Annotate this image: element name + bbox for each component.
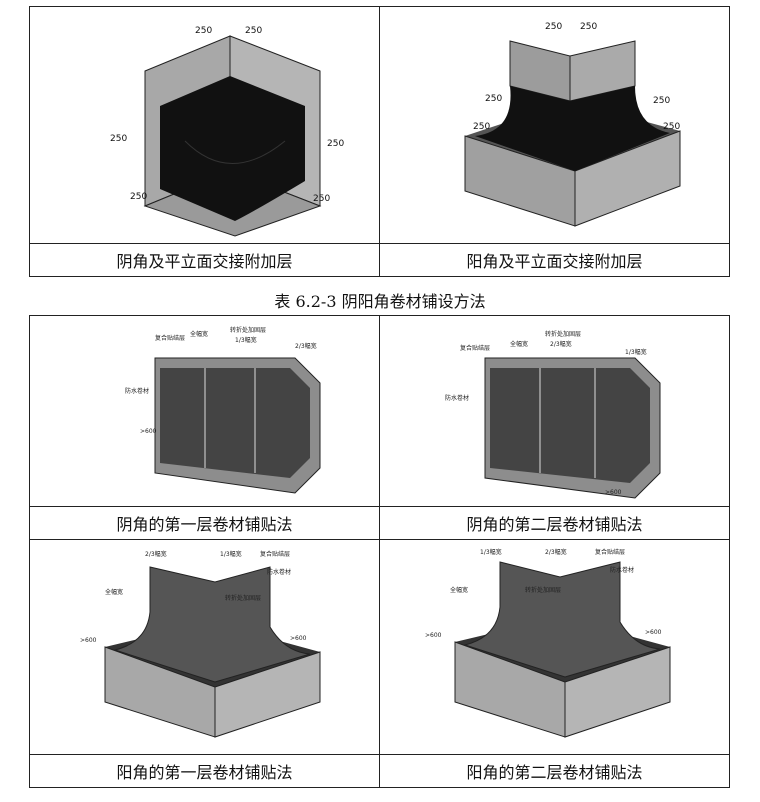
figure-inside-corner-layer-1: 复合贴结层 全幅宽 转折处加固层 1/3幅宽 2/3幅宽 防水卷材 >600 [29,315,380,507]
inside-corner-layer-1-diagram: 复合贴结层 全幅宽 转折处加固层 1/3幅宽 2/3幅宽 防水卷材 >600 [125,326,320,494]
dim-label: 250 [653,96,670,106]
layer-label: 1/3幅宽 [625,348,647,356]
dim-label: 250 [245,26,262,36]
layer-label: >600 [425,632,442,639]
layer-label: >600 [140,428,157,435]
figure-caption: 阴角的第二层卷材铺贴法 [379,506,730,540]
layer-label: 2/3幅宽 [145,550,167,558]
dim-label: 250 [663,122,680,132]
bottom-figure-table: 复合贴结层 全幅宽 转折处加固层 1/3幅宽 2/3幅宽 防水卷材 >600 复… [29,315,730,788]
figure-outside-corner-layer-1: 2/3幅宽 1/3幅宽 复合贴结层 防水卷材 全幅宽 转折处加固层 >600 >… [29,539,380,755]
layer-label: 2/3幅宽 [550,340,572,348]
dim-label: 250 [580,22,597,32]
layer-label: 2/3幅宽 [545,548,567,556]
layer-label: 1/3幅宽 [235,336,257,344]
top-figure-table: 250 250 250 250 250 250 250 250 250 250 … [29,6,730,277]
figure-inside-corner-additional-layer: 250 250 250 250 250 250 [29,6,380,244]
dim-label: 250 [545,22,562,32]
table-caption: 表 6.2-3 阴阳角卷材铺设方法 [274,292,486,311]
figure-outside-corner-layer-2: 1/3幅宽 2/3幅宽 复合贴结层 全幅宽 防水卷材 转折处加固层 >600 >… [379,539,730,755]
figure-caption: 阳角的第二层卷材铺贴法 [379,754,730,788]
layer-label: >600 [605,489,622,496]
dim-label: 250 [195,26,212,36]
outside-corner-layer-1-diagram: 2/3幅宽 1/3幅宽 复合贴结层 防水卷材 全幅宽 转折处加固层 >600 >… [80,550,320,738]
figure-inside-corner-layer-2: 复合贴结层 全幅宽 转折处加固层 2/3幅宽 1/3幅宽 防水卷材 >600 [379,315,730,507]
layer-label: 1/3幅宽 [220,550,242,558]
figure-outside-corner-additional-layer: 250 250 250 250 250 250 [379,6,730,244]
figure-caption: 阳角的第一层卷材铺贴法 [29,754,380,788]
inside-corner-diagram: 250 250 250 250 250 250 [110,26,344,237]
figure-caption: 阴角及平立面交接附加层 [29,243,380,277]
layer-label: 复合贴结层 [595,548,625,556]
layer-label: 全幅宽 [450,586,468,594]
layer-label: 防水卷材 [445,394,469,402]
layer-label: 转折处加固层 [525,586,561,594]
layer-label: >600 [80,637,97,644]
layer-label: 全幅宽 [510,340,528,348]
layer-label: >600 [645,629,662,636]
dim-label: 250 [327,139,344,149]
layer-label: 复合贴结层 [155,334,185,342]
layer-label: >600 [290,635,307,642]
layer-label: 全幅宽 [190,330,208,338]
dim-label: 250 [485,94,502,104]
layer-label: 复合贴结层 [260,550,290,558]
dim-label: 250 [473,122,490,132]
outside-corner-diagram: 250 250 250 250 250 250 [464,22,680,227]
layer-label: 2/3幅宽 [295,342,317,350]
figure-caption: 阴角的第一层卷材铺贴法 [29,506,380,540]
layer-label: 转折处加固层 [225,594,261,602]
layer-label: 转折处加固层 [230,326,266,334]
dim-label: 250 [313,194,330,204]
layer-label: 转折处加固层 [545,330,581,338]
layer-label: 1/3幅宽 [480,548,502,556]
figure-caption: 阳角及平立面交接附加层 [379,243,730,277]
inside-corner-layer-2-diagram: 复合贴结层 全幅宽 转折处加固层 2/3幅宽 1/3幅宽 防水卷材 >600 [445,330,660,499]
layer-label: 防水卷材 [267,568,291,576]
outside-corner-layer-2-diagram: 1/3幅宽 2/3幅宽 复合贴结层 全幅宽 防水卷材 转折处加固层 >600 >… [425,548,670,738]
layer-label: 复合贴结层 [460,344,490,352]
layer-label: 防水卷材 [610,566,634,574]
dim-label: 250 [130,192,147,202]
dim-label: 250 [110,134,127,144]
layer-label: 全幅宽 [105,588,123,596]
layer-label: 防水卷材 [125,387,149,395]
